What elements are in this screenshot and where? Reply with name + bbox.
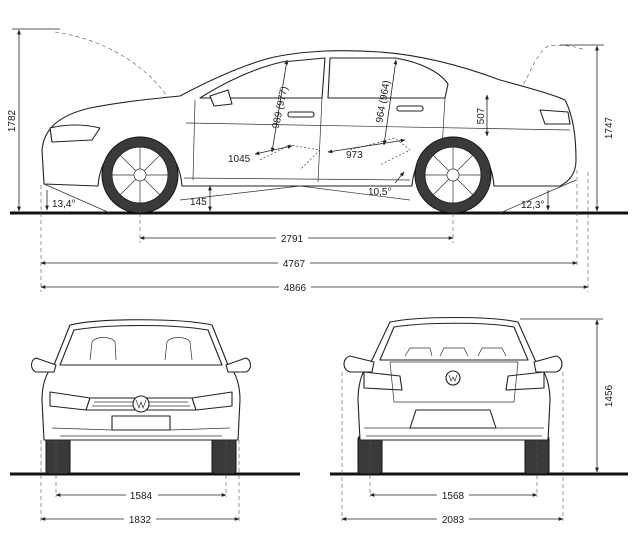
trunk-open-arc [519,44,586,91]
wheelbase-label: 2791 [281,234,304,245]
length-label: 4767 [283,259,306,270]
rear-right-mirror [533,355,563,373]
front-door-handle [287,111,315,118]
rear-height-label: 1747 [604,116,615,139]
side-taillight [539,109,571,125]
front-legroom-label: 1045 [228,154,251,165]
ramp-angle-line [179,185,411,201]
rear-plate [409,409,497,429]
side-sill [183,177,411,181]
rear-badge [445,370,461,386]
front-right-mirror [225,357,252,373]
trunk-lid [389,361,519,403]
side-headlight [49,124,101,143]
front-badge [132,395,150,413]
width-mirrors-label: 2083 [442,515,465,526]
front-wheel [101,136,179,214]
rear-view: 1456 1568 2083 [330,316,628,526]
approach-angle-line [43,183,111,214]
height-label: 1782 [7,109,18,132]
front-plate [111,415,171,431]
front-windshield [59,324,223,366]
overall-length-label: 4866 [284,283,307,294]
front-left-mirror [30,357,57,373]
trunk-height-label: 507 [476,107,487,124]
departure-angle-line [499,179,577,214]
rear-view-height-label: 1456 [604,384,615,407]
side-mirror [209,89,233,107]
approach-angle-label: 13,4° [52,199,75,210]
width-label: 1832 [129,515,152,526]
hood-open-arc [54,31,169,99]
front-view: 1584 1832 [10,319,300,526]
rear-legroom-label: 973 [346,150,363,161]
ramp-angle-label: 10,5° [368,187,391,198]
side-view: 1782 1747 13,4° 145 10,5° 12,3° 989 (977… [7,28,628,294]
ground-clearance-label: 145 [190,197,207,208]
departure-angle-label: 12,3° [521,200,544,211]
track-rear-label: 1568 [442,491,465,502]
track-front-label: 1584 [130,491,153,502]
rear-door-handle [396,105,424,112]
rear-window [379,322,529,361]
rear-wheel [414,136,492,214]
side-door-lines [185,97,571,183]
rear-left-mirror [343,355,375,373]
